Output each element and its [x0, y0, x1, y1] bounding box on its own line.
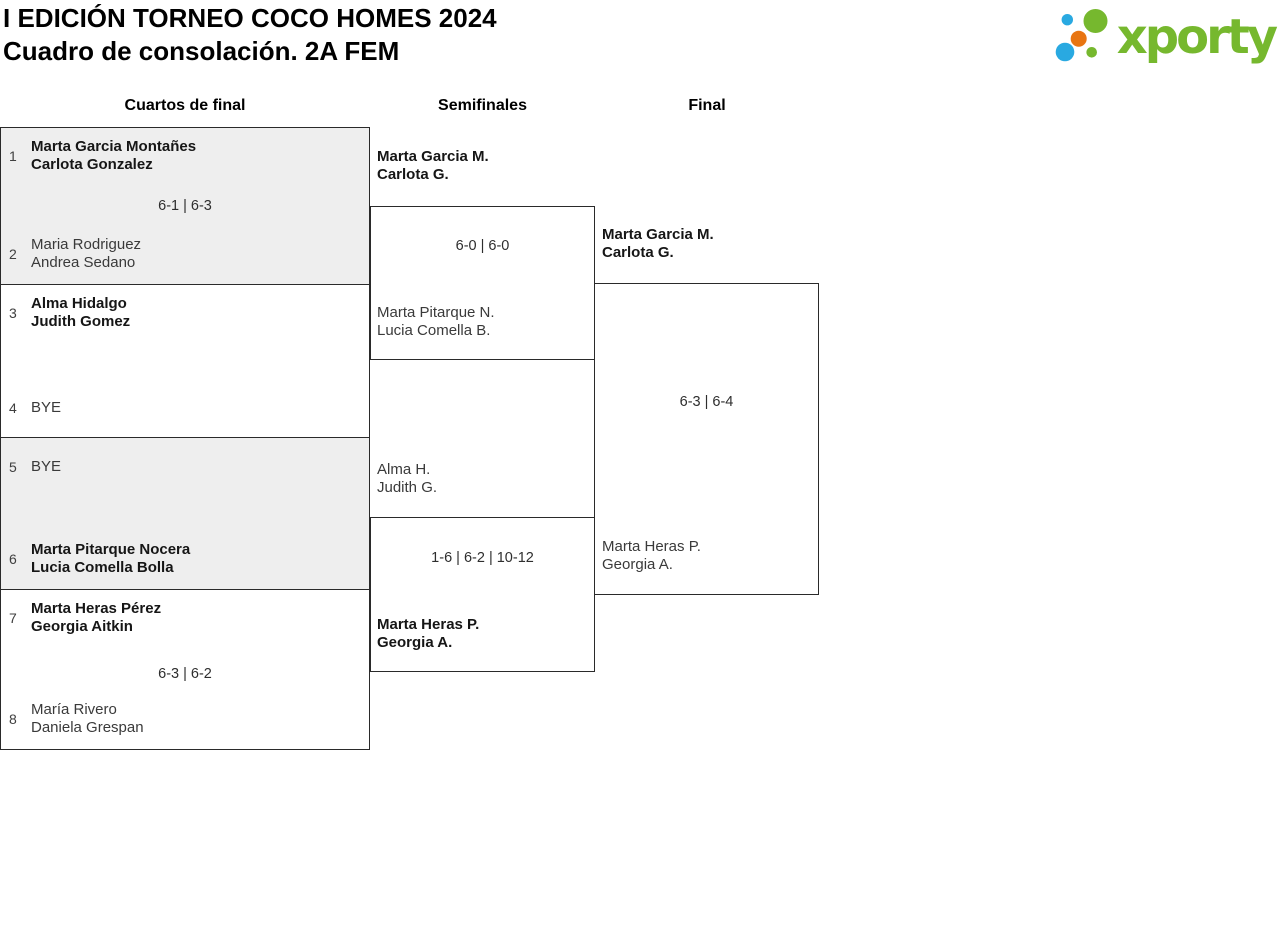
seed-number: 1: [9, 148, 17, 164]
match-score: 6-3 | 6-4: [679, 394, 734, 410]
player-name: Carlota G.: [377, 166, 449, 183]
team-names: Maria Rodriguez Andrea Sedano: [31, 236, 141, 272]
seed-number: 7: [9, 610, 17, 626]
team-names: Alma Hidalgo Judith Gomez: [31, 295, 130, 331]
seed-number: 3: [9, 305, 17, 321]
round-header-semifinals: Semifinales: [438, 97, 527, 114]
team-row: 7 Marta Heras Pérez Georgia Aitkin: [9, 600, 363, 636]
player-name: Daniela Grespan: [31, 719, 144, 736]
player-name: Marta Pitarque N.: [377, 304, 495, 321]
player-name: Marta Heras P.: [377, 616, 480, 633]
player-name: Marta Garcia M.: [602, 226, 714, 243]
team-row: 5 BYE: [9, 458, 363, 476]
match-score: 6-0 | 6-0: [455, 238, 510, 254]
logo-dot-green-small: [1086, 47, 1097, 58]
team-row: 6 Marta Pitarque Nocera Lucia Comella Bo…: [9, 541, 363, 577]
player-name: Andrea Sedano: [31, 254, 136, 271]
player-name: Carlota G.: [602, 244, 674, 261]
semifinal-1-team-top: Marta Garcia M. Carlota G.: [377, 148, 489, 184]
team-names: Marta Pitarque Nocera Lucia Comella Boll…: [31, 541, 190, 577]
team-names: Marta Heras Pérez Georgia Aitkin: [31, 600, 161, 636]
player-name: Marta Garcia M.: [377, 148, 489, 165]
match-score: 6-3 | 6-2: [158, 666, 212, 682]
player-name: Alma Hidalgo: [31, 295, 127, 312]
bye-label: BYE: [31, 458, 62, 475]
player-name: Georgia Aitkin: [31, 618, 133, 635]
final-team-top: Marta Garcia M. Carlota G.: [602, 226, 714, 262]
team-row: 1 Marta Garcia Montañes Carlota Gonzalez: [9, 138, 363, 174]
bracket-subtitle: Cuadro de consolación. 2A FEM: [3, 36, 400, 66]
match-score: 1-6 | 6-2 | 10-12: [431, 550, 534, 566]
round-header-quarterfinals: Cuartos de final: [124, 97, 246, 114]
team-names: María Rivero Daniela Grespan: [31, 701, 144, 737]
player-name: Marta Heras Pérez: [31, 600, 162, 617]
team-names: BYE: [31, 458, 61, 476]
round-header-final: Final: [688, 97, 726, 114]
logo-dot-blue-large: [1055, 42, 1075, 62]
player-name: Georgia A.: [602, 556, 673, 573]
match-box-final: 6-3 | 6-4: [594, 283, 819, 595]
xporty-logo-text: xporty: [1116, 9, 1278, 65]
logo-dot-orange: [1070, 30, 1087, 47]
bye-label: BYE: [31, 399, 62, 416]
title-block: I EDICIÓN TORNEO COCO HOMES 2024 Cuadro …: [3, 2, 497, 68]
player-name: Carlota Gonzalez: [31, 156, 153, 173]
seed-number: 2: [9, 246, 17, 262]
seed-number: 6: [9, 551, 17, 567]
team-row: 8 María Rivero Daniela Grespan: [9, 701, 363, 737]
player-name: María Rivero: [31, 701, 117, 718]
match-score: 6-1 | 6-3: [158, 198, 212, 214]
player-name: Marta Garcia Montañes: [31, 138, 197, 155]
team-row: 2 Maria Rodriguez Andrea Sedano: [9, 236, 363, 272]
player-name: Maria Rodriguez: [31, 236, 142, 253]
player-name: Marta Pitarque Nocera: [31, 541, 191, 558]
player-name: Georgia A.: [377, 634, 453, 651]
semifinal-2-team-bottom: Marta Heras P. Georgia A.: [377, 616, 479, 652]
xporty-logo-dots-icon: [1055, 9, 1108, 62]
match-box-quarterfinal-2: 3 Alma Hidalgo Judith Gomez 4 BYE: [0, 284, 370, 438]
final-team-bottom: Marta Heras P. Georgia A.: [602, 538, 701, 574]
match-box-quarterfinal-4: 7 Marta Heras Pérez Georgia Aitkin 6-3 |…: [0, 589, 370, 750]
team-row: 3 Alma Hidalgo Judith Gomez: [9, 295, 363, 331]
player-name: Judith G.: [377, 479, 438, 496]
player-name: Judith Gomez: [31, 313, 131, 330]
semifinal-2-team-top: Alma H. Judith G.: [377, 461, 437, 497]
xporty-logo: xporty: [1045, 0, 1278, 75]
match-box-quarterfinal-3: 5 BYE 6 Marta Pitarque Nocera Lucia Come…: [0, 437, 370, 590]
player-name: Lucia Comella B.: [377, 322, 491, 339]
logo-dot-blue-small: [1061, 14, 1073, 26]
team-names: BYE: [31, 399, 61, 417]
seed-number: 5: [9, 459, 17, 475]
logo-dot-green-large: [1083, 9, 1108, 33]
seed-number: 4: [9, 400, 17, 416]
player-name: Lucia Comella Bolla: [31, 559, 174, 576]
match-box-quarterfinal-1: 1 Marta Garcia Montañes Carlota Gonzalez…: [0, 127, 370, 285]
team-names: Marta Garcia Montañes Carlota Gonzalez: [31, 138, 196, 174]
tournament-title: I EDICIÓN TORNEO COCO HOMES 2024: [3, 3, 497, 33]
player-name: Alma H.: [377, 461, 431, 478]
seed-number: 8: [9, 711, 17, 727]
player-name: Marta Heras P.: [602, 538, 701, 555]
semifinal-1-team-bottom: Marta Pitarque N. Lucia Comella B.: [377, 304, 495, 340]
team-row: 4 BYE: [9, 399, 363, 417]
